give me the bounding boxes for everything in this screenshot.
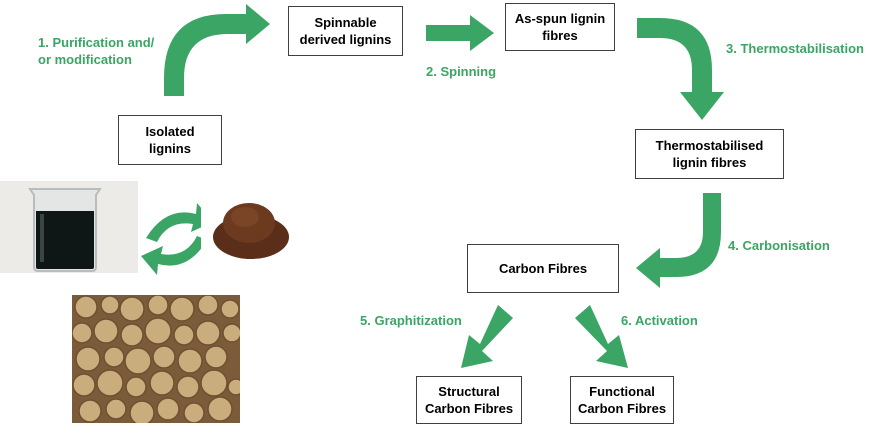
box-thermostabilised-fibres: Thermostabilised lignin fibres xyxy=(635,129,784,179)
beaker-image xyxy=(0,181,138,273)
beaker-icon xyxy=(0,181,138,273)
arrow-activation xyxy=(575,305,628,368)
arrow-carbonisation xyxy=(636,193,721,288)
arrow-spinning xyxy=(426,15,494,51)
cycle-arrow-top xyxy=(146,203,213,242)
box-as-spun-fibres: As-spun lignin fibres xyxy=(505,3,615,51)
label-spinning: 2. Spinning xyxy=(426,64,497,79)
wood-icon xyxy=(72,295,240,423)
box-carbon-fibres: Carbon Fibres xyxy=(467,244,619,293)
box-structural-carbon-fibres: Structural Carbon Fibres xyxy=(416,376,522,424)
arrow-thermostabilisation xyxy=(637,18,724,120)
cycle-arrow-bottom xyxy=(141,236,207,275)
arrow-purification xyxy=(164,4,270,96)
label-carbonisation: 4. Carbonisation xyxy=(728,238,830,253)
powder-icon xyxy=(213,203,289,259)
label-activation: 6. Activation xyxy=(621,313,698,328)
label-thermostabilisation: 3. Thermostabilisation xyxy=(726,41,864,56)
box-functional-carbon-fibres: Functional Carbon Fibres xyxy=(570,376,674,424)
label-purification: 1. Purification and/ or modification xyxy=(38,35,155,67)
lignin-powder-image xyxy=(201,187,297,271)
box-spinnable-lignins: Spinnable derived lignins xyxy=(288,6,403,56)
wood-logs-image xyxy=(72,295,240,423)
arrow-graphitization xyxy=(461,305,513,368)
box-isolated-lignins: Isolated lignins xyxy=(118,115,222,165)
label-graphitization: 5. Graphitization xyxy=(360,313,462,328)
